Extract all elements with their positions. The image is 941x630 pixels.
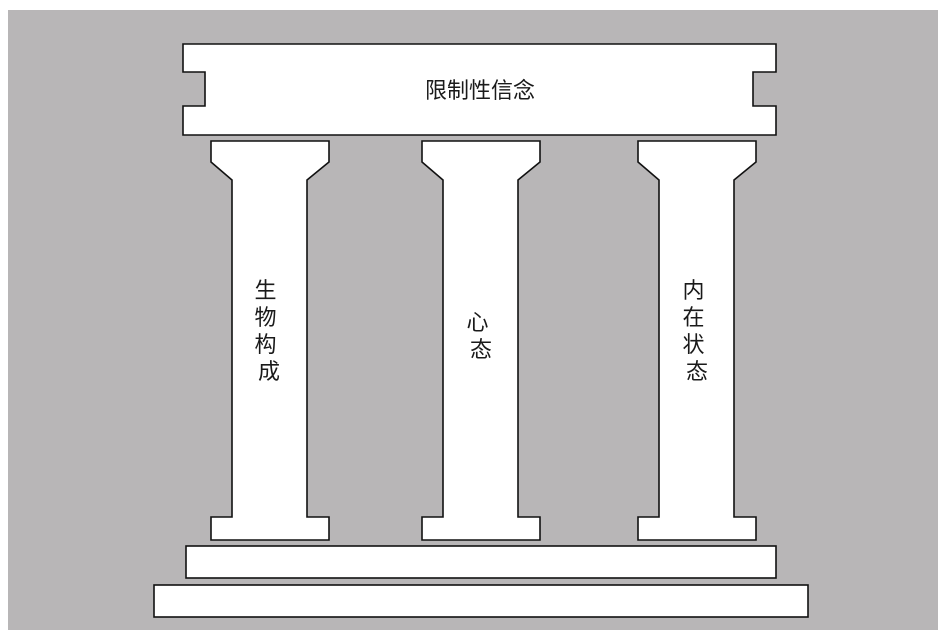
pillar-1-char-1: 生 [254,279,276,304]
base-step-lower [153,584,809,618]
pillar-2: 心 态 [421,140,541,541]
pillar-2-char-2: 态 [470,338,492,363]
pillar-1-char-4: 成 [258,360,280,385]
pillar-3-char-1: 内 [682,279,704,304]
pillar-1-char-3: 构 [254,333,276,358]
pillar-3-char-3: 状 [682,333,704,358]
pillar-3: 内 在 状 态 [637,140,757,541]
pillar-3-char-4: 态 [686,360,708,385]
pillar-2-char-1: 心 [466,311,488,336]
roof-label: 限制性信念 [425,79,535,104]
roof-beam: 限制性信念 [182,43,777,136]
pillar-3-label: 内 在 状 态 [682,279,711,385]
pillar-2-label: 心 态 [466,311,495,363]
pillar-1-char-2: 物 [254,306,276,331]
pillar-1-label: 生 物 构 成 [254,279,283,385]
base-step-upper [185,545,777,579]
pillar-3-char-2: 在 [682,306,704,331]
pillar-1: 生 物 构 成 [210,140,330,541]
